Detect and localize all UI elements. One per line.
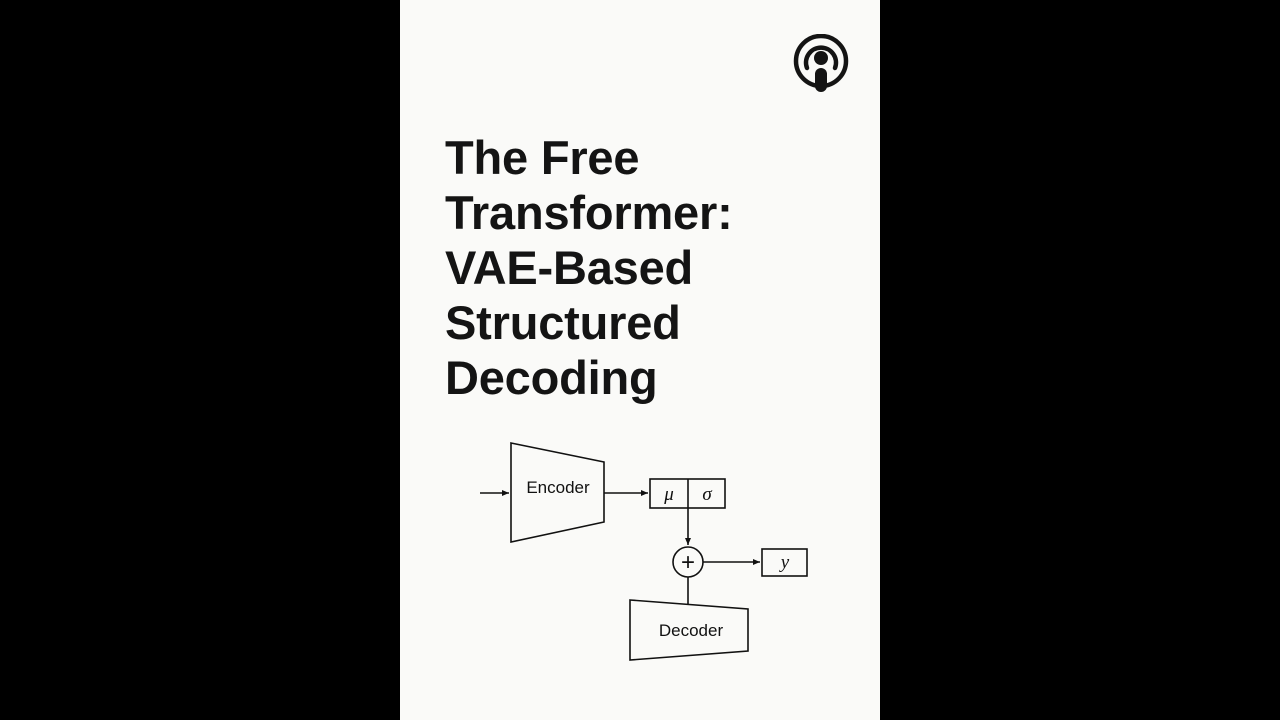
decoder-block [629,599,749,661]
output-label: y [779,552,790,573]
mu-label: μ [663,484,674,505]
encoder-block [510,442,605,543]
episode-title: The Free Transformer: VAE-Based Structur… [445,130,845,405]
encoder-label: Encoder [526,478,590,497]
thumbnail-card: The Free Transformer: VAE-Based Structur… [400,0,880,720]
title-line-3: VAE-Based [445,241,694,294]
decoder-label: Decoder [659,621,724,640]
podcast-icon [793,34,849,92]
title-line-4: Structured [445,296,681,349]
title-line-1: The Free [445,131,640,184]
sigma-label: σ [702,484,712,505]
title-line-2: Transformer: [445,186,733,239]
title-line-5: Decoding [445,351,658,404]
sum-symbol: + [681,549,695,576]
vae-diagram: Encoder μ σ + y Decoder [480,442,808,661]
output-box [761,548,808,577]
